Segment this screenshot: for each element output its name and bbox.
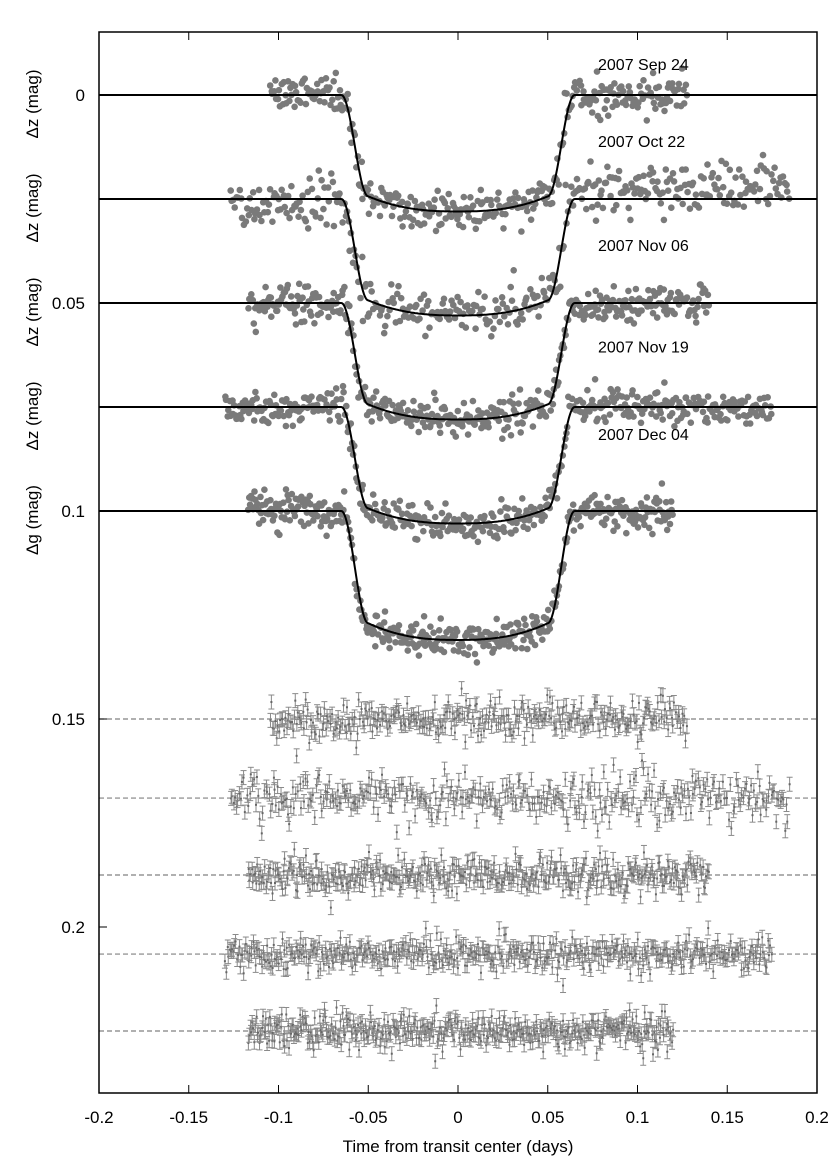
transit-model-curve — [99, 302, 817, 421]
x-tick-label: -0.15 — [169, 1108, 208, 1127]
night-label: 2007 Nov 19 — [598, 340, 689, 357]
series-points — [245, 280, 713, 443]
x-tick-label: 0.05 — [531, 1108, 564, 1127]
transit-model-overlay — [99, 94, 817, 641]
residual-series — [245, 841, 712, 916]
transit-model-curve — [99, 198, 817, 317]
transit-model-curve — [99, 406, 817, 525]
transit-model-curve — [99, 94, 817, 213]
night-label: 2007 Sep 24 — [598, 57, 689, 74]
x-tick-label: 0.1 — [626, 1108, 650, 1127]
night-labels: 2007 Sep 24 2007 Oct 22 2007 Nov 06 2007 No… — [598, 57, 689, 444]
y-axis-title-segment: Δg (mag) — [23, 485, 42, 555]
x-tick-label: 0.15 — [711, 1108, 744, 1127]
x-tick-label: -0.1 — [264, 1108, 293, 1127]
y-axis-title-segment: Δz (mag) — [23, 70, 42, 139]
y-axis-title-segment: Δz (mag) — [23, 278, 42, 347]
y-axis-ticks: 0 0.05 0.1 0.15 0.2 — [52, 86, 107, 937]
x-tick-label: -0.05 — [349, 1108, 388, 1127]
x-tick-label: 0.2 — [805, 1108, 829, 1127]
series-points — [227, 151, 793, 340]
y-axis-title-segment: Δz (mag) — [23, 382, 42, 451]
transit-model-curve — [99, 510, 817, 641]
light-curve-points — [222, 65, 793, 666]
x-tick-label: -0.2 — [84, 1108, 113, 1127]
night-label: 2007 Nov 06 — [598, 238, 689, 255]
y-axis-title-segment: Δz (mag) — [23, 174, 42, 243]
series-points — [244, 480, 676, 666]
x-tick-label: 0 — [453, 1108, 462, 1127]
night-label: 2007 Oct 22 — [598, 134, 685, 151]
residual-series — [245, 998, 677, 1069]
residual-series — [221, 920, 775, 994]
x-axis-title: Time from transit center (days) — [343, 1137, 574, 1156]
residual-series — [228, 748, 793, 841]
residual-series — [267, 681, 690, 756]
y-tick-label: 0 — [76, 86, 85, 105]
y-tick-label: 0.05 — [52, 294, 85, 313]
y-tick-label: 0.15 — [52, 710, 85, 729]
x-axis-ticks: -0.2 -0.15 -0.1 -0.05 0 0.05 0.1 0.15 0.2 — [84, 32, 829, 1127]
series-points — [266, 65, 691, 235]
plot-frame — [98, 31, 818, 1094]
night-label: 2007 Dec 04 — [598, 427, 689, 444]
y-tick-label: 0.1 — [61, 502, 85, 521]
residual-points — [221, 681, 793, 1069]
y-axis-title: Δg (mag) Δz (mag) Δz (mag) Δz (mag) Δz (mag) — [23, 70, 42, 555]
y-tick-label: 0.2 — [61, 918, 85, 937]
